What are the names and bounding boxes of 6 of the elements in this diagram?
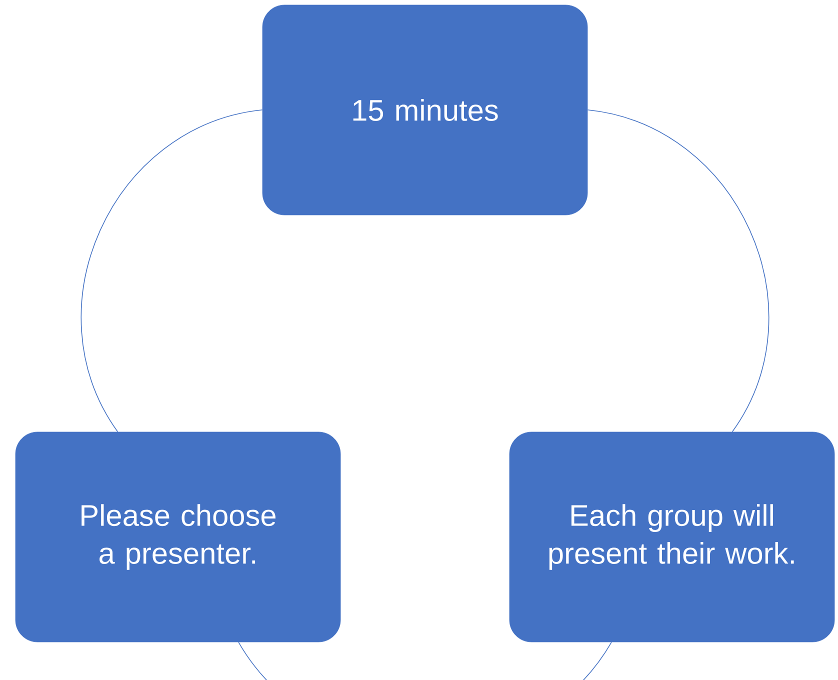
arc-connector	[587, 109, 769, 432]
process-box: Please choose a presenter.	[15, 432, 341, 642]
process-box: 15 minutes	[262, 4, 588, 216]
arc-connector	[238, 642, 612, 680]
arc-connector	[81, 109, 263, 432]
process-box: Each group will present their work.	[509, 432, 835, 642]
